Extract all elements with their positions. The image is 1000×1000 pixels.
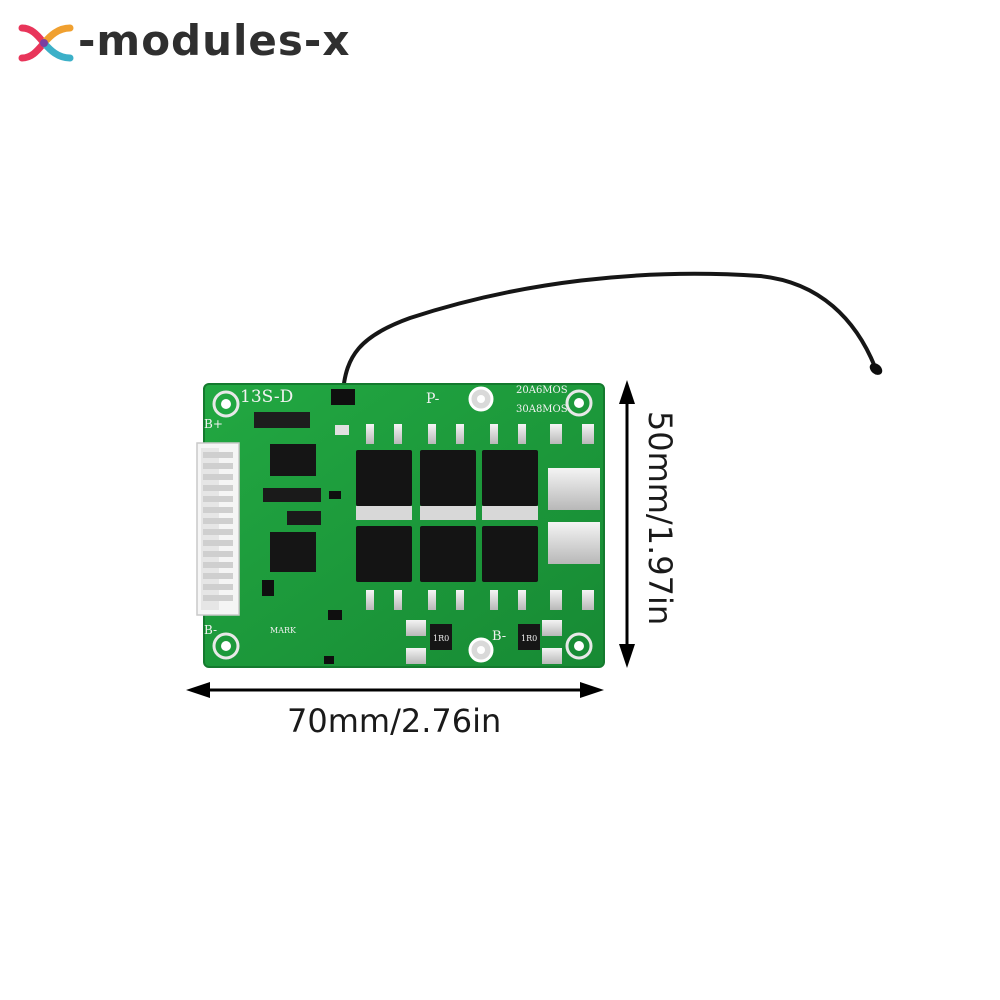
solder-pads bbox=[366, 424, 600, 664]
label-resistor-2: 1R0 bbox=[521, 634, 537, 643]
model-marking: 13S-D bbox=[240, 387, 293, 407]
height-dimension-arrow bbox=[619, 380, 635, 668]
label-p-minus: P- bbox=[426, 391, 440, 407]
brand-name: -modules-x bbox=[78, 16, 351, 65]
control-ics bbox=[254, 389, 355, 664]
label-resistor-1: 1R0 bbox=[433, 634, 449, 643]
mosfet-array bbox=[356, 450, 538, 582]
label-mos-20a: 20A6MOS bbox=[516, 385, 568, 396]
width-dimension-arrow bbox=[186, 682, 604, 698]
bms-board: 13S-D B+ B- B- P- 20A6MOS 30A8MOS MARK 1… bbox=[196, 383, 605, 668]
x-logo-icon bbox=[18, 24, 74, 62]
label-mos-30a: 30A8MOS bbox=[516, 404, 568, 415]
thermistor-wire bbox=[341, 271, 877, 394]
label-b-minus-bottom: B- bbox=[492, 629, 506, 644]
label-b-plus: B+ bbox=[204, 417, 223, 431]
mounting-holes bbox=[212, 386, 593, 663]
balance-connector bbox=[196, 442, 240, 616]
height-dimension-label: 50mm/1.97in bbox=[641, 410, 679, 626]
shunt-resistors bbox=[430, 624, 540, 650]
silkscreen: 13S-D B+ B- B- P- 20A6MOS 30A8MOS MARK 1… bbox=[204, 385, 568, 644]
label-b-minus-left: B- bbox=[204, 623, 217, 637]
width-dimension-label: 70mm/2.76in bbox=[287, 702, 502, 740]
label-mark: MARK bbox=[270, 626, 297, 635]
thermistor-tip bbox=[869, 363, 883, 375]
